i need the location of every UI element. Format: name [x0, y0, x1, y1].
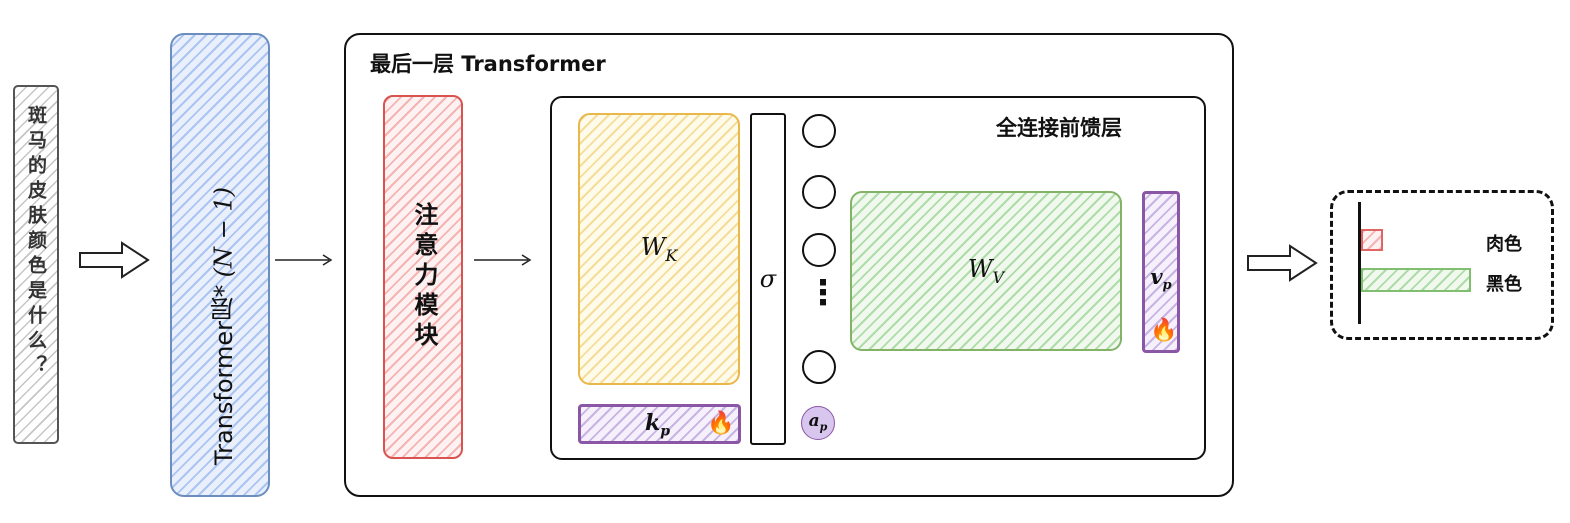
wv-label: WV	[852, 255, 1120, 287]
wv-label-main: W	[967, 255, 993, 283]
attention-module-label: 注意力模块	[410, 202, 438, 352]
vp-prompt-vector: vp 🔥	[1142, 191, 1180, 353]
neuron-circle	[802, 114, 836, 148]
output-bar-flesh	[1361, 229, 1383, 251]
transformer-stack-label: Transformer层 * (N − 1)	[206, 105, 241, 465]
vp-label: vp	[1145, 264, 1177, 293]
hollow-arrow-input	[79, 241, 150, 279]
kp-label-main: k	[645, 410, 661, 436]
fire-icon: 🔥	[1150, 318, 1178, 343]
ap-neuron: ap	[801, 406, 835, 440]
hollow-arrow-output	[1247, 244, 1318, 282]
neuron-ellipsis: ⋮	[806, 273, 840, 313]
ffn-box	[550, 96, 1206, 460]
vp-label-main: v	[1150, 264, 1163, 289]
wk-label: WK	[580, 233, 738, 265]
vp-label-sub: p	[1162, 278, 1172, 294]
ap-label-main: a	[808, 411, 820, 431]
input-question-box: 斑马的皮肤颜色是什么？	[13, 85, 59, 444]
arrow-attention-to-ffn	[474, 254, 532, 266]
output-axis	[1358, 202, 1361, 324]
sigma-label: σ	[759, 265, 777, 293]
transformer-stack-label-math: * (N − 1)	[209, 186, 238, 297]
kp-label-sub: p	[660, 423, 671, 440]
wk-matrix: WK	[578, 113, 740, 385]
wv-label-sub: V	[992, 267, 1005, 287]
wk-label-sub: K	[665, 245, 678, 265]
attention-module-box: 注意力模块	[383, 95, 463, 459]
ap-label-sub: p	[819, 420, 828, 434]
output-box	[1330, 190, 1554, 340]
output-label-flesh: 肉色	[1486, 234, 1522, 255]
input-question-text: 斑马的皮肤颜色是什么？	[25, 105, 47, 380]
arrow-stack-to-layer	[275, 254, 333, 266]
neuron-circle	[802, 175, 836, 209]
wk-label-main: W	[640, 233, 666, 261]
last-layer-box	[344, 33, 1234, 497]
neuron-circle	[802, 233, 836, 267]
ap-label: ap	[802, 411, 834, 433]
neuron-circle	[802, 350, 836, 384]
output-bar-black	[1361, 268, 1471, 292]
last-layer-title: 最后一层 Transformer	[370, 52, 606, 76]
transformer-stack-label-prefix: Transformer层	[210, 296, 238, 465]
ffn-title: 全连接前馈层	[996, 116, 1122, 140]
sigma-activation-bar: σ	[750, 113, 786, 445]
fire-icon: 🔥	[707, 411, 735, 436]
wv-matrix: WV	[850, 191, 1122, 351]
kp-prompt-vector: kp 🔥	[578, 404, 741, 444]
kp-label: kp	[645, 410, 670, 439]
transformer-stack-box: Transformer层 * (N − 1)	[170, 33, 270, 497]
output-label-black: 黑色	[1486, 274, 1522, 295]
